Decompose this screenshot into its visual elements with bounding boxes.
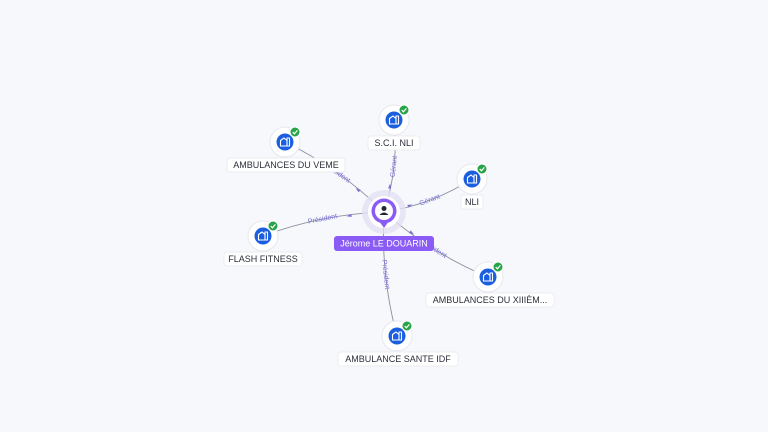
node-label-box <box>337 351 459 367</box>
person-name: Jérome LE DOUARIN <box>340 238 428 248</box>
node-label-box <box>367 135 421 151</box>
check-icon <box>267 220 279 232</box>
company-icon <box>388 327 406 345</box>
company-name: NLI <box>465 197 479 207</box>
arrow-icon <box>355 188 361 193</box>
company-node-flash-fitness[interactable]: FLASH FITNESS <box>223 220 303 267</box>
person-icon <box>371 198 397 228</box>
company-name: AMBULANCES DU VEME <box>233 160 339 170</box>
company-icon <box>254 227 272 245</box>
company-node-ambulances-du-veme[interactable]: AMBULANCES DU VEME <box>226 126 346 173</box>
relation-label: Gérant <box>390 156 399 178</box>
nodes-layer: S.C.I. NLI AMBULANCES DU VEME NLI FLASH FIT… <box>223 104 555 367</box>
arrow-icon <box>407 204 413 208</box>
company-node-sci-nli[interactable]: S.C.I. NLI <box>367 104 421 151</box>
arrow-icon <box>409 230 415 235</box>
node-label-box <box>223 251 303 267</box>
company-icon <box>479 268 497 286</box>
check-icon <box>398 104 410 116</box>
arrow-icon <box>346 213 352 217</box>
company-node-nli[interactable]: NLI <box>456 163 488 210</box>
relation-label: Président <box>307 213 337 226</box>
node-label-box <box>460 194 484 210</box>
center-node[interactable]: Jérome LE DOUARIN <box>334 190 434 251</box>
relation-label: Président <box>380 259 390 289</box>
check-icon <box>401 320 413 332</box>
company-node-ambulances-du-xiiieme[interactable]: AMBULANCES DU XIIIÈM... <box>425 261 555 308</box>
arrow-icon <box>388 183 392 189</box>
check-icon <box>476 163 488 175</box>
company-name: FLASH FITNESS <box>228 254 298 264</box>
person-label-box <box>334 236 434 251</box>
company-name: AMBULANCE SANTE IDF <box>345 354 451 364</box>
company-name: AMBULANCES DU XIIIÈM... <box>433 295 548 305</box>
node-label-box <box>226 157 346 173</box>
company-icon <box>385 111 403 129</box>
node-label-box <box>425 292 555 308</box>
company-icon <box>276 133 294 151</box>
company-icon <box>463 170 481 188</box>
company-name: S.C.I. NLI <box>374 138 413 148</box>
check-icon <box>289 126 301 138</box>
check-icon <box>492 261 504 273</box>
relation-label: Gérant <box>419 193 442 207</box>
company-node-ambulance-sante-idf[interactable]: AMBULANCE SANTE IDF <box>337 320 459 367</box>
